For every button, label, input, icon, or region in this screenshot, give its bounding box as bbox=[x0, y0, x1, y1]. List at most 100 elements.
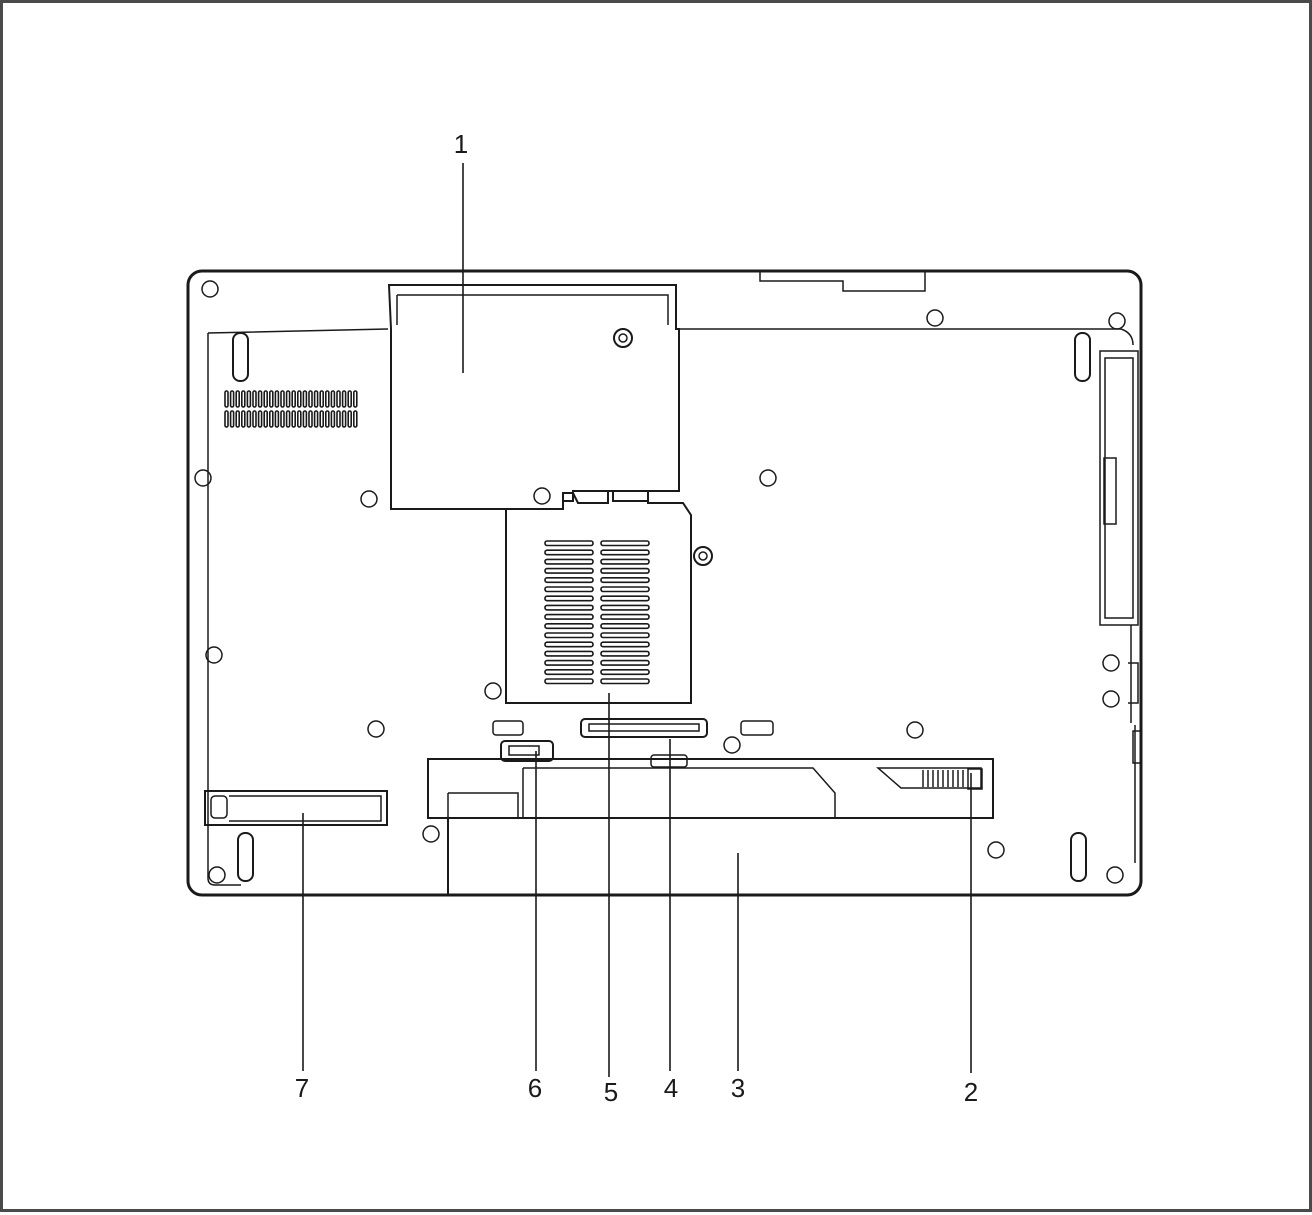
vent-slot bbox=[544, 586, 594, 593]
callout-1: 1 bbox=[454, 129, 468, 159]
vent-slot bbox=[324, 410, 330, 428]
vent-slot bbox=[268, 390, 274, 408]
vent-slot bbox=[600, 604, 650, 611]
vent-slot bbox=[544, 632, 594, 639]
vent-slot bbox=[544, 567, 594, 574]
label-plate bbox=[204, 790, 388, 826]
screws bbox=[194, 280, 1126, 884]
vent-slot bbox=[308, 390, 313, 408]
vent-slot bbox=[352, 410, 358, 428]
vent-slot bbox=[302, 390, 308, 408]
vent-slot bbox=[268, 410, 274, 428]
laptop-body bbox=[186, 269, 1143, 897]
screw bbox=[422, 825, 440, 843]
vent-slot bbox=[257, 390, 263, 408]
docking-connector bbox=[492, 718, 774, 738]
screw bbox=[484, 682, 502, 700]
vent-slot bbox=[544, 595, 594, 602]
vent-slot bbox=[285, 410, 291, 428]
screw bbox=[367, 720, 385, 738]
vent-slot bbox=[341, 410, 347, 428]
callout-5: 5 bbox=[604, 1077, 618, 1107]
callout-4: 4 bbox=[664, 1073, 678, 1103]
vent-slot bbox=[330, 390, 336, 408]
vent-slot bbox=[336, 410, 341, 428]
vent-slot bbox=[544, 622, 594, 630]
vent-slot bbox=[600, 576, 650, 584]
vent-slot bbox=[252, 390, 257, 408]
vent-slot bbox=[544, 613, 594, 620]
laptop-underside-diagram: 1 2 3 4 5 6 7 bbox=[186, 129, 1143, 1107]
vent-slot bbox=[600, 586, 650, 593]
vent-slot bbox=[280, 410, 285, 428]
left-vents bbox=[224, 390, 358, 428]
vent-slot bbox=[600, 558, 650, 565]
screw bbox=[1108, 312, 1126, 330]
screw bbox=[533, 487, 551, 505]
side-drive-bay bbox=[1099, 350, 1142, 863]
vent-slot bbox=[319, 410, 325, 428]
vent-slot bbox=[224, 390, 229, 408]
callout-7: 7 bbox=[295, 1073, 309, 1103]
vent-slot bbox=[544, 668, 594, 676]
vent-slot bbox=[600, 659, 650, 666]
vent-slot bbox=[600, 595, 650, 602]
screw bbox=[759, 469, 777, 487]
screw bbox=[208, 866, 226, 884]
vent-slot bbox=[291, 410, 297, 428]
vent-slot bbox=[274, 390, 280, 408]
battery-bay bbox=[427, 740, 994, 895]
vent-slot bbox=[274, 410, 280, 428]
vent-slot bbox=[347, 410, 353, 428]
vent-slot bbox=[285, 390, 291, 408]
screw bbox=[723, 736, 741, 754]
vent-slot bbox=[235, 410, 240, 428]
vent-slot bbox=[544, 576, 594, 584]
screw bbox=[205, 646, 223, 664]
vent-slot bbox=[544, 604, 594, 611]
vent-slot bbox=[544, 641, 594, 648]
vent-slot bbox=[600, 540, 650, 547]
vent-slot bbox=[263, 410, 269, 428]
screw bbox=[360, 490, 378, 508]
vent-slot bbox=[600, 650, 650, 657]
leader-lines bbox=[302, 163, 972, 1077]
vent-slot bbox=[544, 678, 594, 685]
vent-slot bbox=[246, 410, 252, 428]
vent-slot bbox=[280, 390, 285, 408]
screw bbox=[194, 469, 212, 487]
vent-slot bbox=[252, 410, 257, 428]
vent-slot bbox=[324, 390, 330, 408]
vent-slot bbox=[600, 678, 650, 685]
vent-slot bbox=[224, 410, 229, 428]
screw bbox=[1106, 866, 1124, 884]
callout-2: 2 bbox=[964, 1077, 978, 1107]
vent-slot bbox=[600, 668, 650, 676]
vent-slot bbox=[352, 390, 358, 408]
vent-slot bbox=[544, 540, 594, 547]
vent-slot bbox=[296, 390, 302, 408]
vent-slot bbox=[600, 622, 650, 630]
vent-slot bbox=[313, 410, 319, 428]
vent-slot bbox=[544, 659, 594, 666]
vent-slot bbox=[600, 549, 650, 556]
vent-slot bbox=[229, 410, 235, 428]
vent-slot bbox=[330, 410, 336, 428]
screw bbox=[906, 721, 924, 739]
memory-compartment bbox=[505, 490, 713, 704]
vent-slot bbox=[296, 410, 302, 428]
vent-slot bbox=[302, 410, 308, 428]
vent-slot bbox=[229, 390, 235, 408]
vent-slot bbox=[600, 613, 650, 620]
callout-3: 3 bbox=[731, 1073, 745, 1103]
vent-slot bbox=[246, 390, 252, 408]
vent-slot bbox=[241, 410, 246, 428]
screw bbox=[926, 309, 944, 327]
vent-slot bbox=[241, 390, 246, 408]
compartment-cover-upper bbox=[387, 284, 680, 510]
vent-slot bbox=[257, 410, 263, 428]
vent-slot bbox=[319, 390, 325, 408]
vent-slot bbox=[336, 390, 341, 408]
vent-slot bbox=[291, 390, 297, 408]
